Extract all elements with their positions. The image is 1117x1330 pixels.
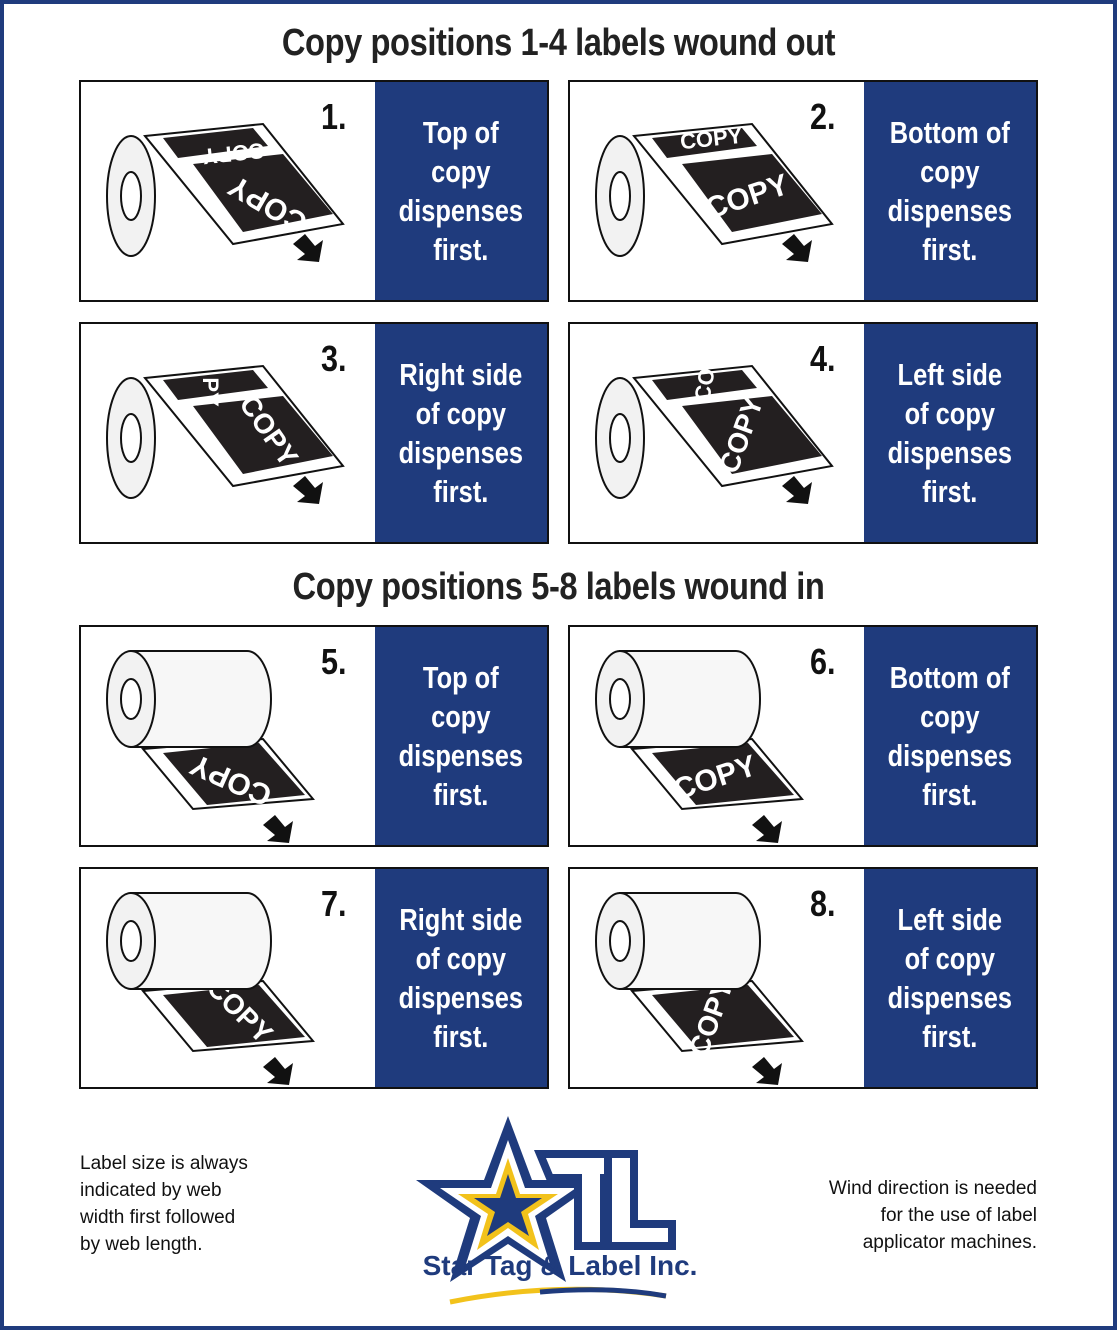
roll-diagram-1: COPY COPY	[83, 84, 375, 302]
position-number: 5.	[321, 641, 347, 682]
copy-position-card-3: PY COPY 3. Right side of copy dispenses …	[79, 322, 549, 544]
instruction-panel: Right side of copy dispenses first.	[375, 324, 547, 542]
copy-position-card-5: COPY 5. Top of copy dispenses first.	[79, 625, 549, 847]
instruction-text: Right side of copy dispenses first.	[398, 902, 524, 1054]
label-size-note: Label size is always indicated by web wi…	[80, 1153, 248, 1255]
copy-position-card-8: COPY 8. Left side of copy dispenses firs…	[568, 867, 1038, 1089]
company-name: Star Tag & Label Inc.	[422, 1250, 698, 1281]
instruction-text: Left side of copy dispenses first.	[887, 357, 1013, 509]
dispense-arrow-icon	[752, 1057, 782, 1085]
instruction-panel: Top of copy dispenses first.	[375, 82, 547, 300]
copy-position-card-2: COPY COPY 2. Bottom of copy dispenses fi…	[568, 80, 1038, 302]
position-number: 8.	[810, 883, 836, 924]
next-label-text-4: CO	[689, 366, 719, 403]
dispense-arrow-icon	[263, 815, 293, 843]
roll-diagram-8: COPY	[572, 871, 864, 1089]
next-label-text-3: PY	[198, 377, 223, 407]
dispense-arrow-icon	[782, 234, 812, 262]
position-number: 7.	[321, 883, 347, 924]
position-number: 3.	[321, 338, 347, 379]
roll-diagram-6: COPY	[572, 629, 864, 847]
copy-position-card-4: CO COPY 4. Left side of copy dispenses f…	[568, 322, 1038, 544]
dispense-arrow-icon	[782, 476, 812, 504]
position-number: 4.	[810, 338, 836, 379]
wind-direction-note: Wind direction is needed for the use of …	[828, 1178, 1037, 1253]
copy-position-card-1: COPY COPY 1. Top of copy dispenses first…	[79, 80, 549, 302]
position-number: 1.	[321, 96, 347, 137]
instruction-text: Top of copy dispenses first.	[398, 660, 524, 812]
roll-diagram-5: COPY	[83, 629, 375, 847]
roll-diagram-2: COPY COPY	[572, 84, 864, 302]
company-logo	[390, 1110, 730, 1310]
dispense-arrow-icon	[293, 476, 323, 504]
position-number: 2.	[810, 96, 836, 137]
instruction-panel: Bottom of copy dispenses first.	[864, 627, 1036, 845]
section-title-wound-out: Copy positions 1-4 labels wound out	[281, 22, 836, 64]
position-number: 6.	[810, 641, 836, 682]
dispense-arrow-icon	[752, 815, 782, 843]
instruction-text: Left side of copy dispenses first.	[887, 902, 1013, 1054]
instruction-panel: Left side of copy dispenses first.	[864, 869, 1036, 1087]
instruction-panel: Right side of copy dispenses first.	[375, 869, 547, 1087]
instruction-text: Bottom of copy dispenses first.	[887, 660, 1013, 812]
copy-position-card-7: COPY 7. Right side of copy dispenses fir…	[79, 867, 549, 1089]
instruction-panel: Left side of copy dispenses first.	[864, 324, 1036, 542]
dispense-arrow-icon	[263, 1057, 293, 1085]
section-title-wound-in: Copy positions 5-8 labels wound in	[292, 566, 825, 608]
instruction-text: Top of copy dispenses first.	[398, 115, 524, 267]
instruction-text: Right side of copy dispenses first.	[398, 357, 524, 509]
instruction-text: Bottom of copy dispenses first.	[887, 115, 1013, 267]
copy-position-card-6: COPY 6. Bottom of copy dispenses first.	[568, 625, 1038, 847]
dispense-arrow-icon	[293, 234, 323, 262]
roll-diagram-3: PY COPY	[83, 326, 375, 544]
instruction-panel: Bottom of copy dispenses first.	[864, 82, 1036, 300]
instruction-panel: Top of copy dispenses first.	[375, 627, 547, 845]
roll-diagram-7: COPY	[83, 871, 375, 1089]
roll-diagram-4: CO COPY	[572, 326, 864, 544]
